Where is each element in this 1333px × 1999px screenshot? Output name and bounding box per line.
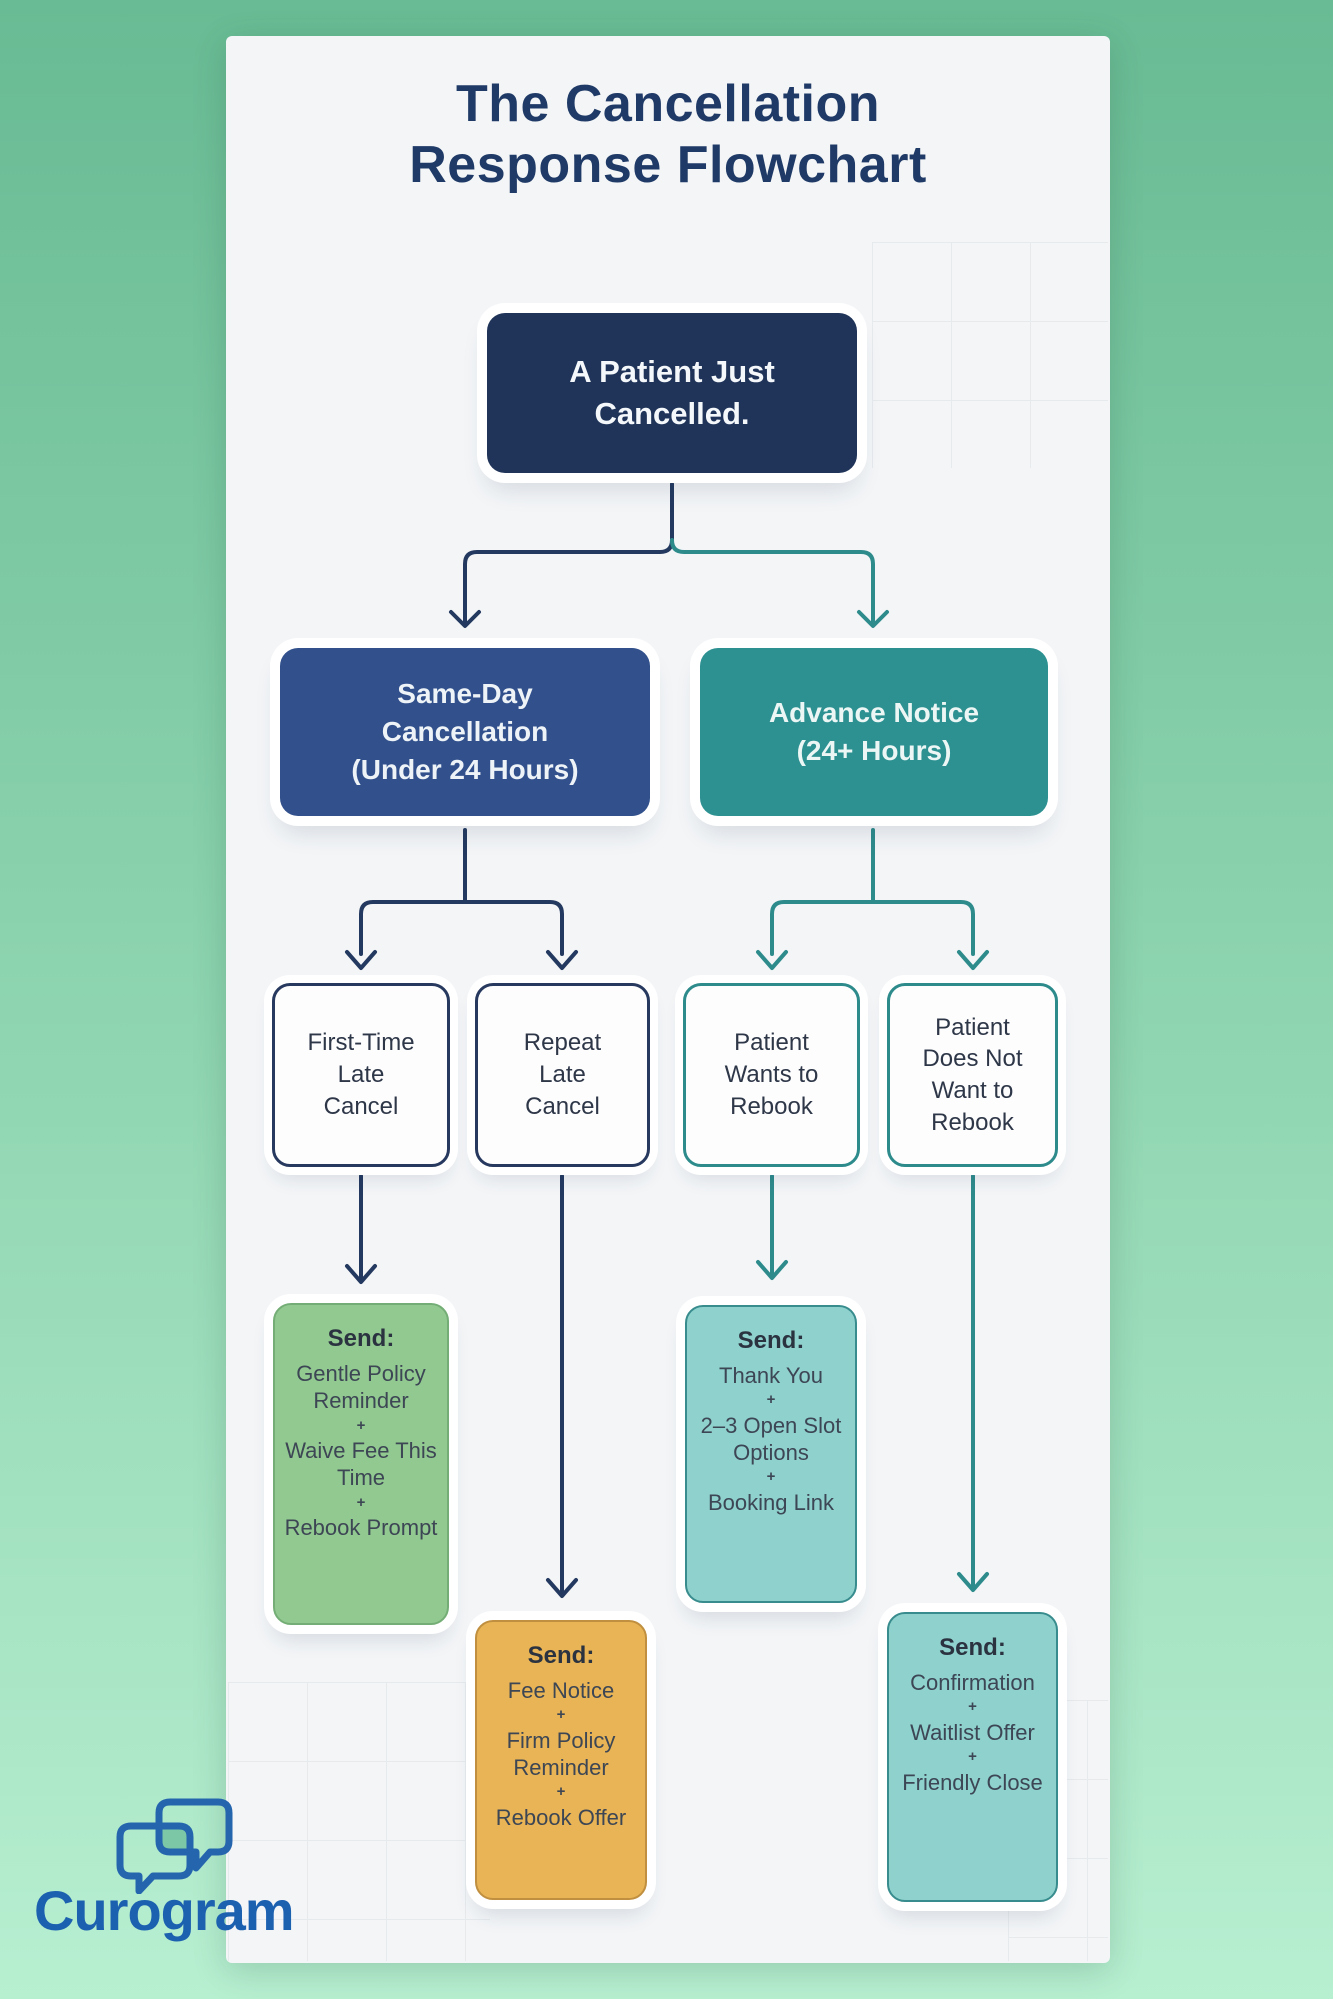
condition-label-line: Rebook — [730, 1092, 813, 1120]
start-node: A Patient Just Cancelled. — [487, 313, 857, 473]
leaf-item: Rebook Prompt — [284, 1515, 438, 1541]
start-label-line: Cancelled. — [594, 396, 750, 431]
plus-separator: + — [556, 1783, 566, 1801]
action-confirmation-node: Send: Confirmation + Waitlist Offer + Fr… — [887, 1612, 1058, 1902]
leaf-heading: Send: — [327, 1325, 395, 1352]
branch-same-day-node: Same-Day Cancellation (Under 24 Hours) — [280, 648, 650, 816]
condition-label-line: Patient — [734, 1029, 809, 1057]
plus-separator: + — [766, 1468, 776, 1486]
leaf-item: Waive Fee This Time — [285, 1438, 437, 1491]
condition-label-line: Wants to — [724, 1061, 819, 1089]
branch-same-day-label: Same-Day Cancellation (Under 24 Hours) — [351, 675, 578, 788]
condition-label-line: Cancel — [323, 1092, 399, 1120]
leaf-item: 2–3 Open Slot Options — [700, 1412, 842, 1466]
plus-separator: + — [766, 1391, 776, 1409]
condition-label-line: Late — [337, 1061, 385, 1089]
condition-label-line: Does Not — [922, 1045, 1023, 1073]
chat-bubbles-icon — [116, 1798, 233, 1894]
plus-separator: + — [356, 1416, 366, 1434]
leaf-item: Booking Link — [708, 1489, 834, 1515]
action-fee-notice-node: Send: Fee Notice + Firm Policy Reminder … — [475, 1620, 647, 1900]
branch-label-line: (Under 24 Hours) — [351, 753, 579, 785]
condition-does-not-want-rebook-node: Patient Does Not Want to Rebook — [887, 983, 1058, 1167]
page-title-line: Response Flowchart — [409, 136, 927, 195]
leaf-item: Thank You — [719, 1363, 823, 1388]
page-title: The Cancellation Response Flowchart — [226, 74, 1110, 197]
leaf-heading: Send: — [527, 1642, 595, 1669]
action-thank-you-node: Send: Thank You + 2–3 Open Slot Options … — [685, 1305, 857, 1603]
branch-label-line: (24+ Hours) — [796, 735, 952, 766]
condition-wants-rebook-node: Patient Wants to Rebook — [683, 983, 860, 1167]
action-gentle-reminder-node: Send: Gentle Policy Reminder + Waive Fee… — [273, 1303, 449, 1625]
leaf-item: Friendly Close — [902, 1769, 1043, 1795]
branch-label-line: Cancellation — [381, 716, 549, 748]
leaf-item: Rebook Offer — [495, 1804, 627, 1830]
page-title-line: The Cancellation — [455, 75, 881, 133]
condition-label: Repeat Late Cancel — [524, 1027, 601, 1122]
branch-label-line: Advance Notice — [768, 697, 980, 729]
plus-separator: + — [556, 1706, 566, 1724]
condition-label-line: First-Time — [307, 1029, 415, 1057]
condition-label: Patient Does Not Want to Rebook — [922, 1012, 1022, 1139]
leaf-item: Firm Policy Reminder — [506, 1727, 616, 1781]
plus-separator: + — [968, 1698, 977, 1716]
leaf-heading: Send: — [939, 1634, 1006, 1661]
brand-name: Curogram — [34, 1879, 295, 1942]
condition-first-time-late-cancel-node: First-Time Late Cancel — [272, 983, 450, 1167]
condition-label-line: Patient — [935, 1013, 1010, 1041]
leaf-item: Fee Notice — [507, 1678, 615, 1703]
condition-label-line: Rebook — [931, 1108, 1014, 1136]
plus-separator: + — [968, 1748, 977, 1766]
condition-label-line: Want to — [931, 1077, 1014, 1104]
condition-label-line: Repeat — [523, 1029, 602, 1057]
start-node-label: A Patient Just Cancelled. — [569, 351, 775, 435]
condition-label: Patient Wants to Rebook — [725, 1027, 819, 1122]
leaf-item: Waitlist Offer — [910, 1719, 1035, 1745]
condition-label: First-Time Late Cancel — [307, 1027, 414, 1122]
condition-label-line: Cancel — [525, 1092, 600, 1120]
plus-separator: + — [356, 1493, 366, 1511]
leaf-heading: Send: — [737, 1327, 805, 1354]
branch-advance-notice-label: Advance Notice (24+ Hours) — [769, 694, 979, 770]
leaf-item: Gentle Policy Reminder — [296, 1361, 426, 1414]
condition-label-line: Late — [539, 1061, 586, 1089]
start-label-line: A Patient Just — [569, 354, 775, 390]
condition-repeat-late-cancel-node: Repeat Late Cancel — [475, 983, 650, 1167]
branch-advance-notice-node: Advance Notice (24+ Hours) — [700, 648, 1048, 816]
leaf-item: Confirmation — [910, 1670, 1035, 1695]
branch-label-line: Same-Day — [397, 678, 533, 710]
